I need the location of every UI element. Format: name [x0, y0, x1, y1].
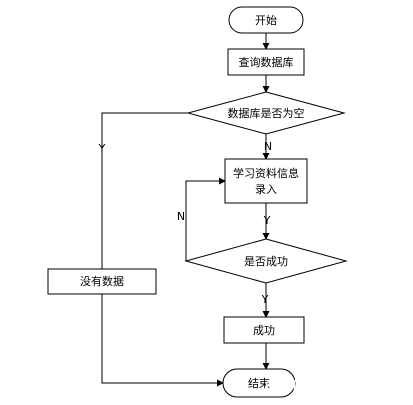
db-empty-label: 数据库是否为空 — [228, 106, 305, 120]
label-db-empty-no: N — [264, 140, 272, 153]
no-data-box — [47, 268, 157, 295]
start-label: 开始 — [255, 13, 277, 27]
label-entry-to-check-yes: Y — [263, 214, 271, 227]
query-db-label: 查询数据库 — [239, 55, 294, 69]
success-check-label: 是否成功 — [244, 255, 288, 268]
label-check-fail: N — [177, 210, 185, 223]
edge-check-fail-to-entry — [185, 177, 226, 261]
no-data-label: 没有数据 — [80, 274, 124, 288]
label-check-success: Y — [261, 293, 269, 306]
db-empty-decision — [186, 91, 346, 135]
edge-db-empty-yes-to-no-data — [101, 112, 188, 269]
success-label: 成功 — [253, 324, 275, 337]
watermark: CSDN @Biye_Design — [265, 379, 399, 394]
success-check-decision — [184, 238, 348, 284]
end-label: 结束 — [248, 377, 270, 390]
end-terminator — [222, 368, 296, 398]
query-db-box — [227, 48, 305, 76]
data-entry-box — [224, 158, 308, 204]
data-entry-label-line2: 录入 — [255, 183, 277, 196]
success-box — [223, 316, 305, 344]
data-entry-label-line1: 学习资料信息 — [233, 166, 299, 180]
edge-no-data-to-end — [101, 294, 224, 387]
start-terminator — [228, 6, 304, 34]
label-db-empty-yes: Y — [98, 142, 106, 155]
